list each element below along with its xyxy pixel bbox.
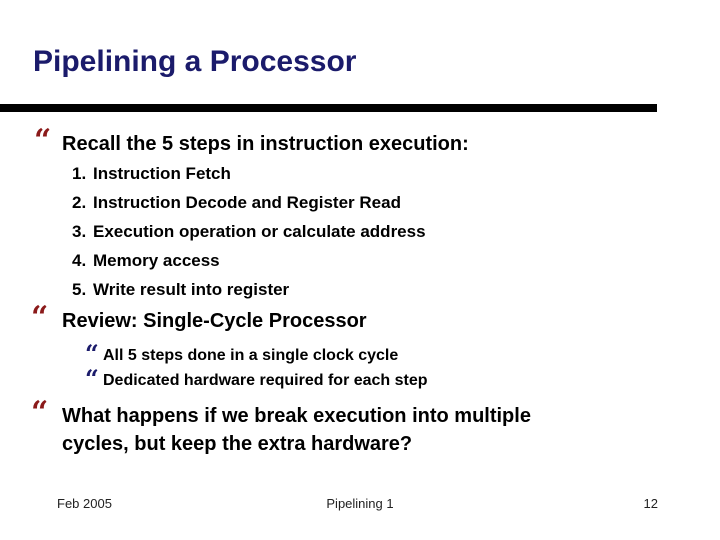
step-text: Execution operation or calculate address [93, 222, 426, 241]
bullet-quote-icon: “ [34, 123, 52, 158]
step-row: 4. Memory access [72, 251, 220, 271]
sub-bullet-quote-icon: “ [85, 364, 99, 393]
step-row: 2. Instruction Decode and Register Read [72, 193, 401, 213]
bullet-question-line1: What happens if we break execution into … [62, 405, 531, 427]
bullet-review-text: Review: Single-Cycle Processor [62, 310, 367, 332]
step-number: 5. [72, 280, 87, 299]
step-number: 4. [72, 251, 87, 270]
sub-bullet-quote-icon: “ [85, 339, 99, 368]
sub-bullet-text: Dedicated hardware required for each ste… [103, 372, 428, 389]
footer-date: Feb 2005 [57, 496, 112, 511]
step-row: 5. Write result into register [72, 280, 289, 300]
slide-title: Pipelining a Processor [33, 45, 357, 78]
footer-title: Pipelining 1 [326, 496, 394, 511]
step-number: 1. [72, 164, 87, 183]
step-text: Instruction Fetch [93, 164, 231, 183]
step-row: 1. Instruction Fetch [72, 164, 231, 184]
sub-bullet-text: All 5 steps done in a single clock cycle [103, 347, 399, 364]
step-text: Write result into register [93, 280, 290, 299]
step-number: 2. [72, 193, 87, 212]
footer-page-number: 12 [643, 496, 658, 511]
step-text: Memory access [93, 251, 220, 270]
step-number: 3. [72, 222, 87, 241]
bullet-question-line2: cycles, but keep the extra hardware? [62, 433, 413, 455]
step-row: 3. Execution operation or calculate addre… [72, 222, 426, 242]
bullet-quote-icon: “ [31, 395, 49, 430]
bullet-quote-icon: “ [31, 300, 49, 335]
bullet-recall-text: Recall the 5 steps in instruction execut… [62, 133, 469, 155]
step-text: Instruction Decode and Register Read [93, 193, 401, 212]
title-rule [0, 104, 657, 112]
